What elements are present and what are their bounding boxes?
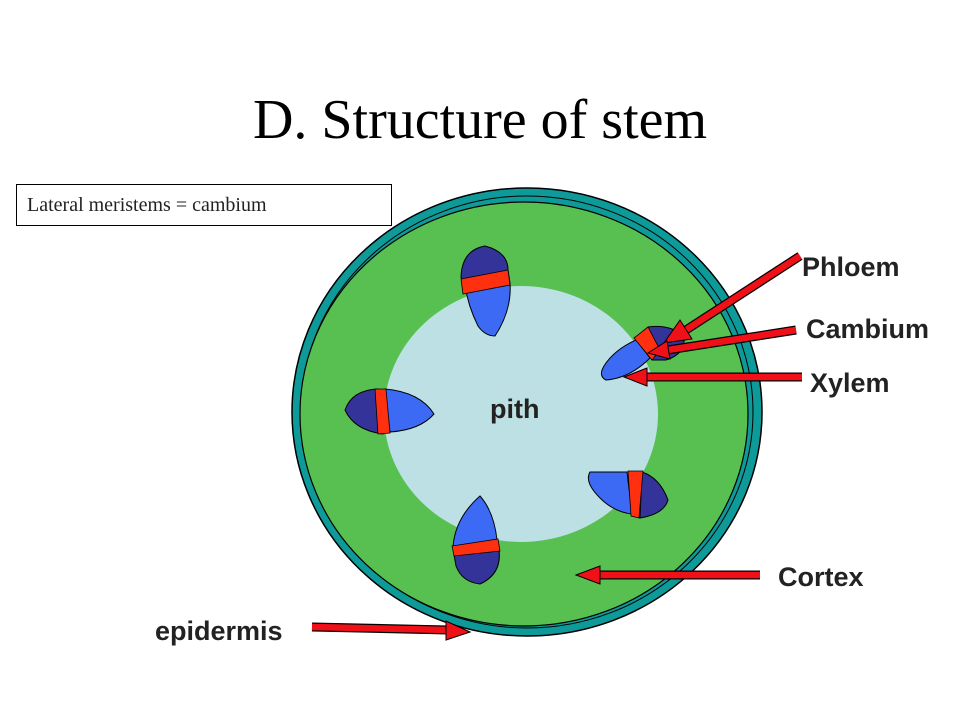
vascular-bundle-lower-right bbox=[587, 470, 669, 519]
phloem-label: Phloem bbox=[802, 252, 900, 282]
slide-title: D. Structure of stem bbox=[252, 89, 708, 151]
cambium-arrow bbox=[646, 325, 797, 360]
cortex-arrow bbox=[574, 565, 760, 585]
cortex-label: Cortex bbox=[778, 562, 864, 592]
vascular-bundle-left bbox=[344, 388, 435, 435]
cambium-label: Cambium bbox=[806, 314, 929, 344]
xylem-label: Xylem bbox=[810, 368, 890, 398]
vascular-bundle-bottom bbox=[451, 495, 501, 585]
epidermis-label: epidermis bbox=[155, 616, 283, 646]
epidermis-arrow bbox=[311, 620, 472, 641]
lateral-meristems-note: Lateral meristems = cambium bbox=[16, 184, 392, 226]
xylem-arrow bbox=[622, 367, 802, 387]
phloem-arrow bbox=[662, 252, 803, 344]
pith-label: pith bbox=[490, 394, 539, 424]
vascular-bundle-top bbox=[460, 245, 511, 337]
